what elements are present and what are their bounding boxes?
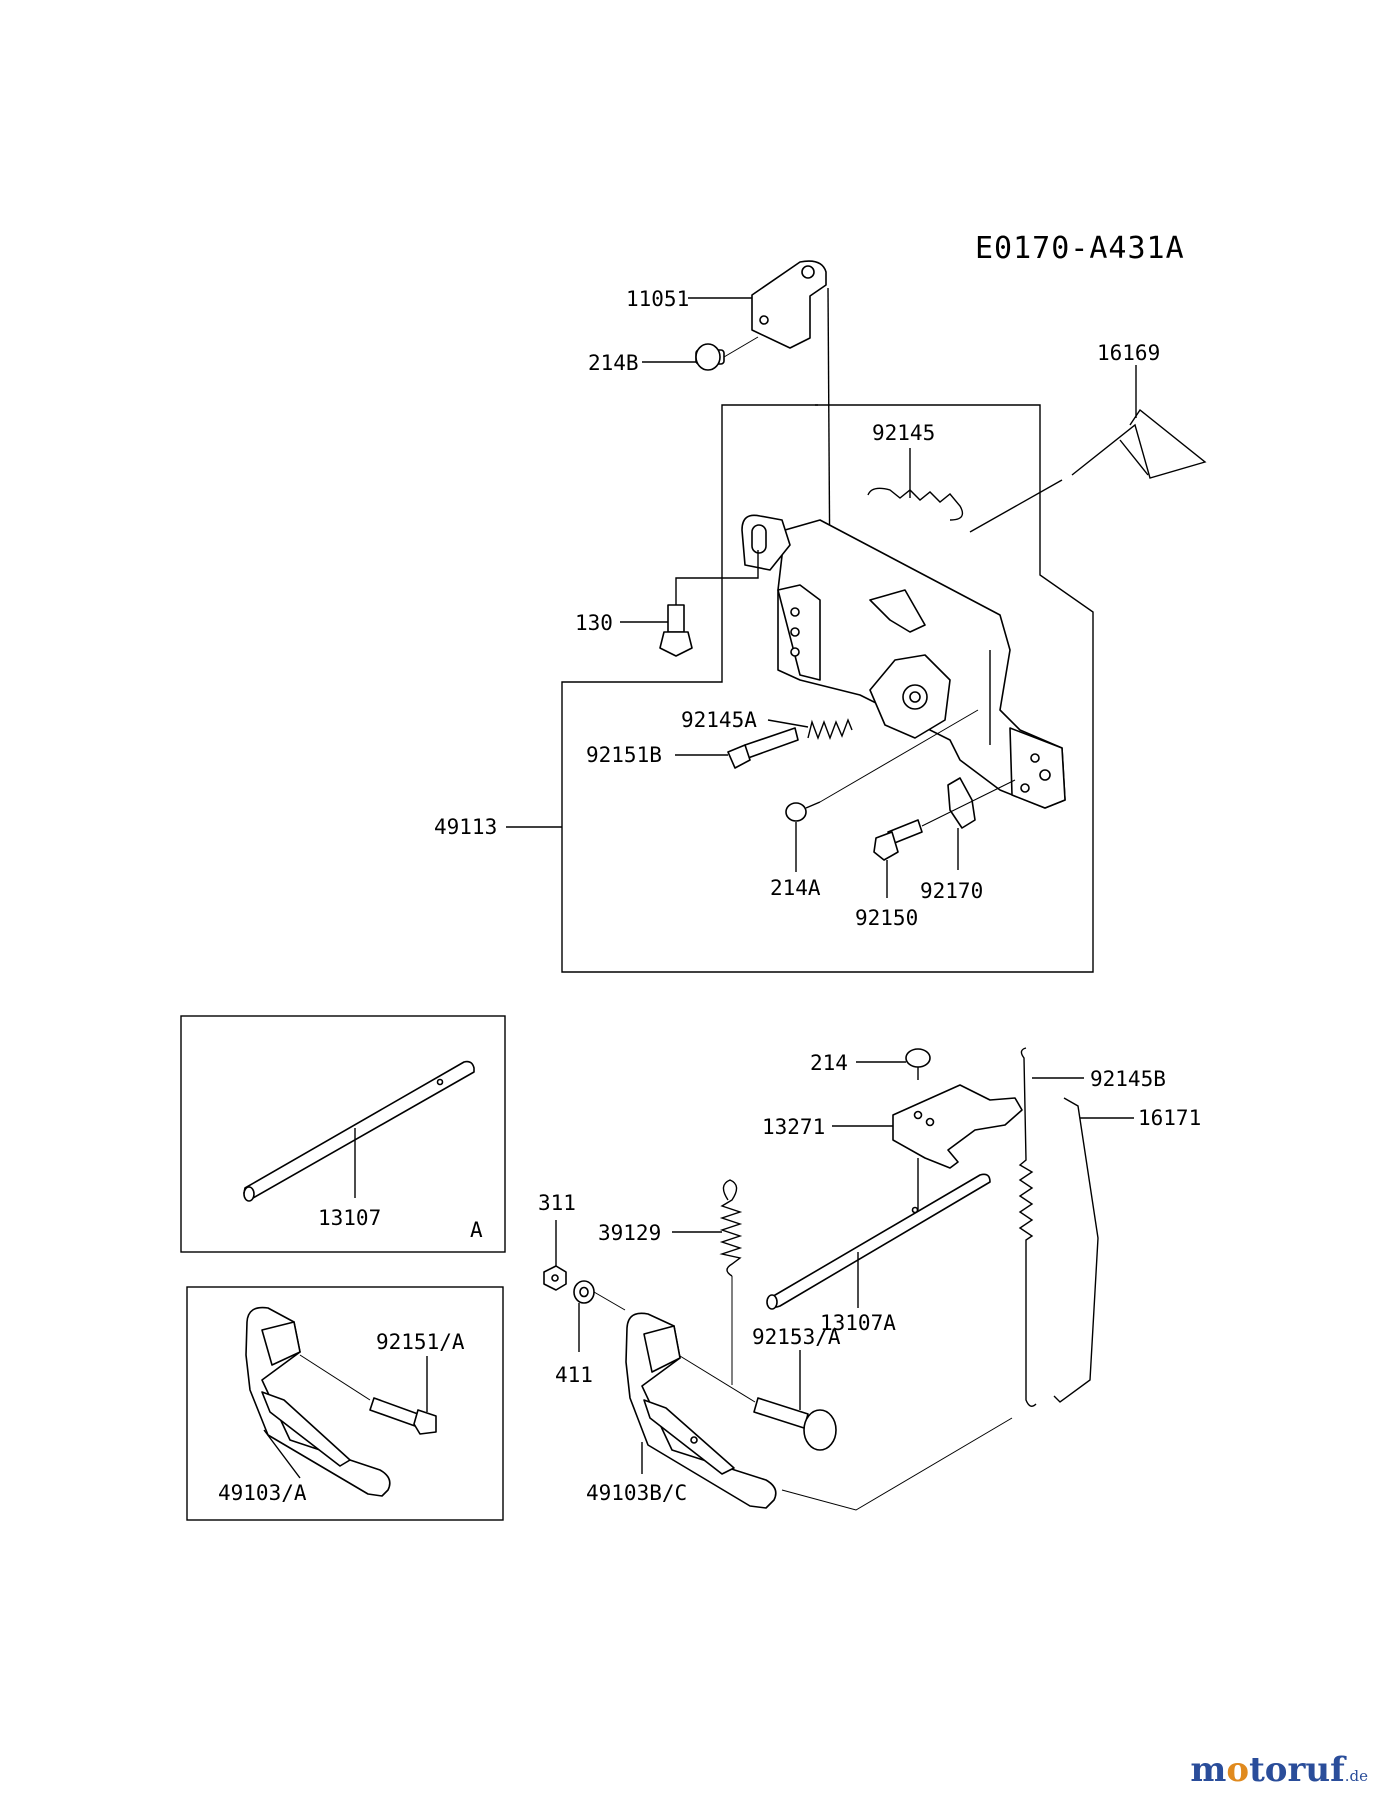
lever-49103A-tab [261,1321,301,1366]
callout-49103BC[interactable]: 49103B/C [586,1481,687,1505]
shaft-13107-hole [436,1078,444,1086]
callout-92170[interactable]: 92170 [920,879,983,903]
plate-13271-hole1 [913,1110,923,1120]
bolt-130-head [659,631,693,657]
callout-214A[interactable]: 214A [770,876,821,900]
screw-214B-head [695,343,721,371]
rod-16169-leg [1119,439,1149,476]
rb-hole-1 [1030,753,1040,763]
callout-11051[interactable]: 11051 [626,287,689,311]
spring-92145 [867,487,964,521]
plate-hole-1 [790,607,800,617]
leader-130-axis [675,550,759,605]
callout-92145A[interactable]: 92145A [681,708,757,732]
bracket-11051-hole [801,265,815,279]
callout-311[interactable]: 311 [538,1191,576,1215]
leader-214A-axis [819,709,979,803]
bolt-92150-head [873,831,899,861]
callout-39129[interactable]: 39129 [598,1221,661,1245]
callout-214[interactable]: 214 [810,1051,848,1075]
callout-92153A[interactable]: 92153/A [752,1325,841,1349]
leader-214B-axis [723,336,759,358]
right-bracket [1009,727,1066,809]
bolt-92151A-head [413,1409,437,1435]
spring-39129 [719,1179,743,1277]
slot-hole [751,524,767,554]
lever-hole [690,1436,698,1444]
callout-16171[interactable]: 16171 [1138,1106,1201,1130]
lever-49103A-slot [261,1391,351,1467]
screw-214A [785,802,807,822]
rod-16171 [1053,1097,1099,1403]
clip-axis [921,779,1016,827]
callout-13107[interactable]: 13107 [318,1206,381,1230]
callout-92150[interactable]: 92150 [855,906,918,930]
shaft-13107A [769,1173,991,1308]
screw-214 [905,1048,931,1068]
plate-13271 [892,1084,1023,1169]
rb-hole-3 [1020,783,1030,793]
bracket-11051 [751,260,827,349]
callout-130[interactable]: 130 [575,611,613,635]
plate-hole-2 [790,627,800,637]
callout-214B[interactable]: 214B [588,351,639,375]
watermark-m: m [1190,1750,1227,1790]
cam-pivot-center [909,691,921,703]
screw-214A-shank [805,801,821,809]
lever-axis [299,1354,371,1401]
callout-92145[interactable]: 92145 [872,421,935,445]
callout-49103A[interactable]: 49103/A [218,1481,307,1505]
bracket-11051-hole2 [759,315,769,325]
washer-411-hole [579,1286,589,1298]
lever-bolt-axis [679,1355,756,1403]
lever-arm [869,589,926,633]
callout-411[interactable]: 411 [555,1363,593,1387]
watermark-tld: .de [1344,1767,1368,1785]
rb-hole-2 [1039,769,1051,781]
bolt-92151A [369,1397,419,1427]
lever-49103BC-tab [643,1325,681,1373]
watermark-o: o [1226,1750,1250,1790]
bolt-92153A-head [803,1409,837,1451]
shaft-13107-end [243,1186,255,1202]
leader-92145A [767,719,809,728]
callout-49113[interactable]: 49113 [434,815,497,839]
inset-lever-frame [186,1286,504,1521]
inset-a-tag: A [470,1218,483,1242]
callout-92145B[interactable]: 92145B [1090,1067,1166,1091]
washer-411-axis [593,1291,626,1311]
bolt-92151B-head [727,744,751,769]
plate-13271-hole2 [925,1117,935,1127]
diagram-code: E0170-A431A [975,231,1185,266]
assembly-frame-49113 [561,404,1094,973]
watermark-logo: motoruf.de [1190,1750,1368,1790]
bolt-130 [667,604,685,633]
spring-92145B [1018,1047,1037,1407]
callout-13107A[interactable]: 13107A [820,1311,896,1335]
inset-a-frame [180,1015,506,1253]
rod-16169 [1071,408,1207,479]
callout-92151B[interactable]: 92151B [586,743,662,767]
spring-92145-axis [969,479,1063,533]
bolt-92151B [744,727,799,759]
callout-13271[interactable]: 13271 [762,1115,825,1139]
plate-hole-3 [790,647,800,657]
shaft-13107A-end [766,1294,778,1310]
lever-49103BC-slot [643,1399,735,1475]
spring-92145A [807,718,853,740]
callout-16169[interactable]: 16169 [1097,341,1160,365]
assembly-frame-49113-left [721,404,818,575]
clip-92170 [947,777,976,829]
shaft-13107A-hole [911,1206,919,1214]
callout-92151A[interactable]: 92151/A [376,1330,465,1354]
nut-311-hole [551,1274,559,1282]
lever-link-line [781,1417,1013,1511]
watermark-rest: toruf [1249,1750,1345,1790]
leader-49103A [263,1429,301,1479]
